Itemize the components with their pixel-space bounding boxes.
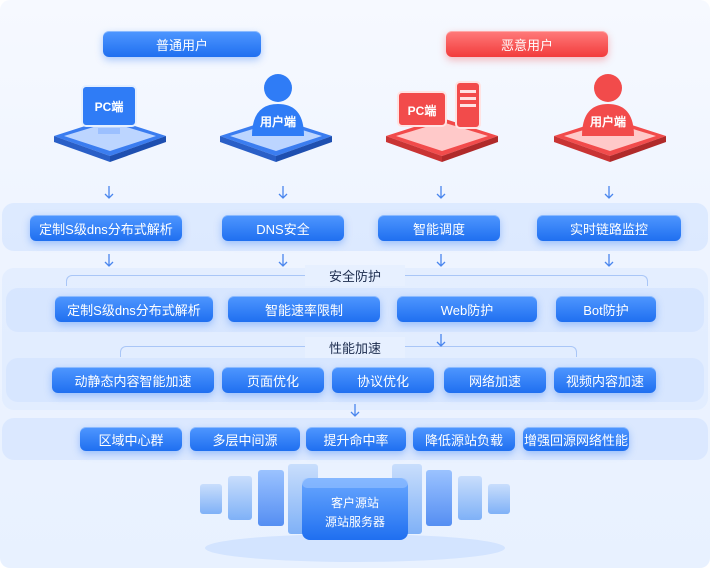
down-arrow-icon — [350, 404, 360, 417]
row3-item: 协议优化 — [332, 367, 434, 393]
malicious-pc-device: PC端 — [386, 81, 498, 162]
row3-item: 视频内容加速 — [554, 367, 656, 393]
down-arrow-icon — [278, 254, 288, 267]
row4-item: 区域中心群 — [80, 427, 182, 451]
down-arrow-icon — [278, 186, 288, 199]
down-arrow-icon — [436, 186, 446, 199]
row3-item: 页面优化 — [222, 367, 324, 393]
origin-server-illustration: 客户源站 源站服务器 — [200, 464, 510, 562]
row2-item: Bot防护 — [556, 296, 656, 322]
row2-item: 智能速率限制 — [228, 296, 380, 322]
down-arrow-icon — [104, 186, 114, 199]
down-arrow-icon — [604, 186, 614, 199]
down-arrow-icon — [104, 254, 114, 267]
row3-item: 动静态内容智能加速 — [52, 367, 214, 393]
down-arrow-icon — [436, 334, 446, 347]
normal-pc-text: PC端 — [95, 99, 124, 114]
row1-item: DNS安全 — [222, 215, 344, 241]
down-arrow-icon — [604, 254, 614, 267]
row4-item: 降低源站负载 — [413, 427, 515, 451]
malicious-users-label: 恶意用户 — [446, 31, 608, 57]
normal-user-device: 用户端 — [220, 74, 332, 162]
monitor-icon — [81, 85, 137, 127]
person-icon — [582, 74, 634, 136]
row2-item: 定制S级dns分布式解析 — [55, 296, 213, 322]
monitor-icon — [397, 91, 447, 127]
row1-item: 实时链路监控 — [537, 215, 681, 241]
row1-item: 定制S级dns分布式解析 — [30, 215, 182, 241]
malicious-pc-text: PC端 — [408, 103, 437, 118]
origin-line2: 源站服务器 — [325, 514, 385, 529]
row3-item: 网络加速 — [444, 367, 546, 393]
normal-users-label: 普通用户 — [103, 31, 261, 57]
malicious-user-device: 用户端 — [554, 74, 666, 162]
down-arrow-icon — [436, 254, 446, 267]
row2-item: Web防护 — [397, 296, 537, 322]
security-title: 安全防护 — [305, 265, 405, 286]
row4-item: 提升命中率 — [306, 427, 406, 451]
performance-title: 性能加速 — [305, 337, 405, 358]
malicious-user-text: 用户端 — [589, 114, 626, 129]
person-icon — [252, 74, 304, 136]
row4-item: 增强回源网络性能 — [523, 427, 629, 451]
row4-item: 多层中间源 — [190, 427, 300, 451]
normal-user-text: 用户端 — [259, 114, 296, 129]
row1-item: 智能调度 — [378, 215, 500, 241]
origin-line1: 客户源站 — [331, 495, 379, 510]
normal-pc-device: PC端 — [54, 85, 166, 162]
